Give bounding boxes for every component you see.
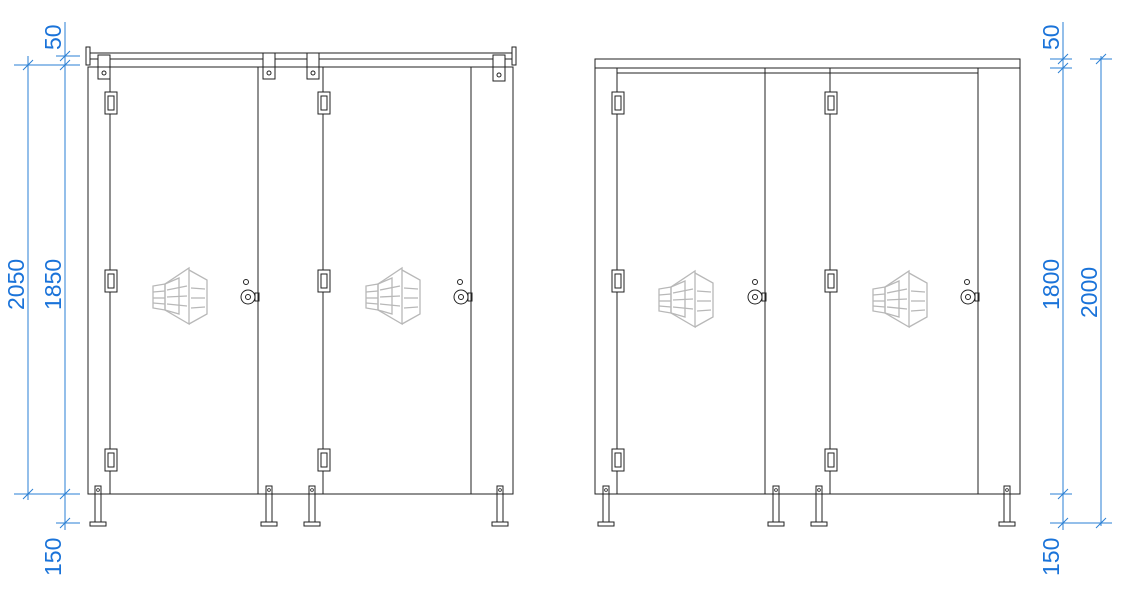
dim-label-overall-left: 2050	[3, 259, 29, 310]
right-door-1-logo	[658, 270, 714, 328]
left-door-1-lock	[240, 279, 260, 305]
left-top-rail	[87, 52, 514, 60]
right-leg-3	[810, 485, 828, 527]
right-leg-1	[597, 485, 615, 527]
left-pilaster-right	[470, 66, 514, 495]
right-dimensions: 50 1800 2000 150	[1038, 22, 1112, 576]
left-rail-bracket-3	[306, 52, 320, 80]
left-door-1	[109, 66, 259, 495]
dim-label-top-rail-right: 50	[1038, 24, 1064, 50]
left-dimensions: 2050 1850 50 150	[3, 22, 80, 576]
dim-label-overall-right: 2000	[1076, 267, 1102, 318]
right-door-2	[829, 67, 979, 495]
left-door-2	[322, 66, 472, 495]
left-door-2-hinges	[317, 91, 331, 472]
left-door-2-logo	[365, 267, 421, 325]
left-leg-3	[303, 485, 321, 527]
left-door-2-lock	[453, 279, 473, 305]
dim-label-top-rail-left: 50	[40, 24, 66, 50]
left-door-1-logo	[152, 267, 208, 325]
left-rail-end-cap-left	[85, 46, 91, 66]
left-elevation	[85, 46, 517, 527]
left-rail-bracket-4	[492, 54, 506, 82]
right-door-2-lock	[960, 279, 980, 305]
right-leg-2	[767, 485, 785, 527]
left-door-1-hinges	[104, 91, 118, 472]
dim-label-legs-right: 150	[1038, 538, 1064, 576]
right-door-2-logo	[872, 270, 928, 328]
right-elevation	[594, 58, 1021, 527]
left-leg-2	[260, 485, 278, 527]
right-door-1-lock	[747, 279, 767, 305]
left-rail-end-cap-right	[511, 46, 517, 66]
right-pilaster-middle	[764, 67, 831, 495]
right-leg-4	[998, 485, 1016, 527]
dim-label-legs-left: 150	[40, 538, 66, 576]
right-top-header	[594, 58, 1021, 69]
left-leg-4	[491, 485, 509, 527]
dim-label-panel-right: 1800	[1038, 259, 1064, 310]
dim-label-panel-left: 1850	[40, 259, 66, 310]
left-leg-1	[89, 485, 107, 527]
right-door-1	[616, 67, 766, 495]
left-rail-bracket-2	[262, 52, 276, 80]
right-door-1-hinges	[611, 91, 625, 472]
right-pilaster-right	[977, 67, 1021, 495]
right-door-2-hinges	[824, 91, 838, 472]
left-pilaster-middle	[257, 66, 324, 495]
